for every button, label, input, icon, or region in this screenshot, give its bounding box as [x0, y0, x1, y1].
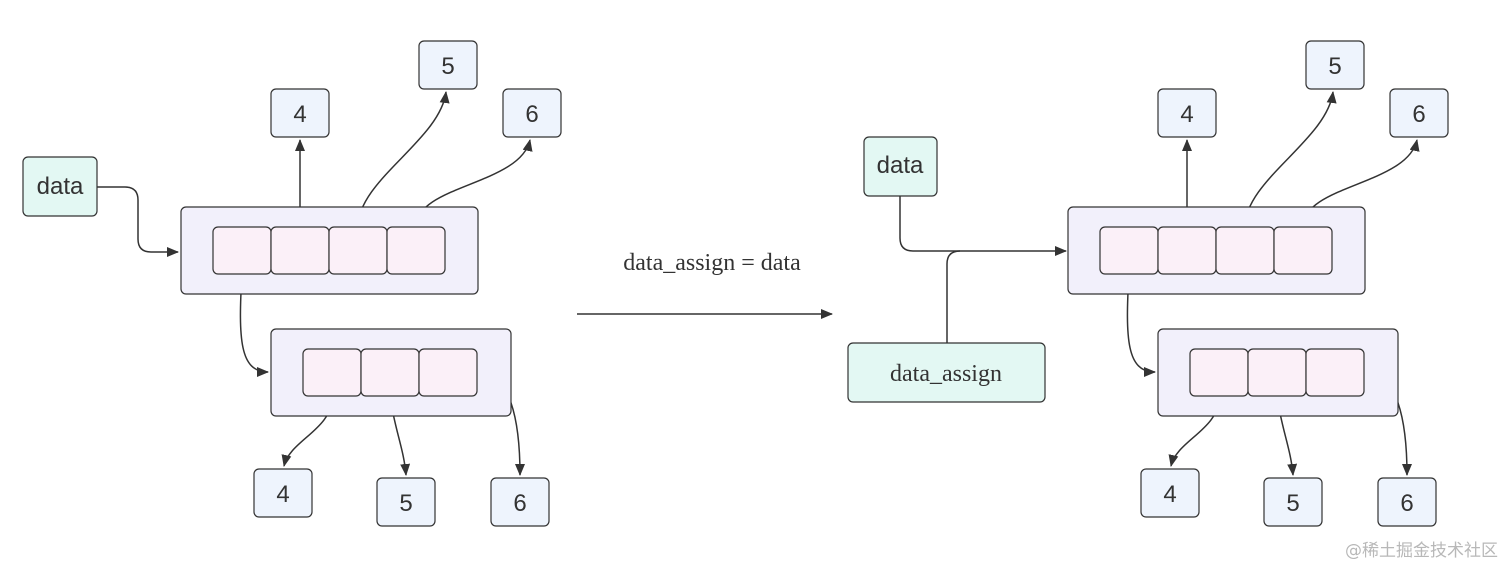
left-data-variable-label: data	[37, 173, 84, 200]
right-outer-list-cell	[1215, 226, 1275, 275]
left-outer-value-6-label: 6	[525, 101, 538, 128]
watermark: @稀土掘金技术社区	[1345, 541, 1498, 561]
middle-transition: data_assign = data	[577, 250, 833, 319]
right-outer-list-cell	[1099, 226, 1159, 275]
right-inner-value-5-box	[1263, 477, 1323, 527]
right-inner-list-cell	[1189, 348, 1249, 397]
assignment-statement-label: data_assign = data	[623, 250, 801, 276]
left-outer-value-5-box	[418, 40, 478, 90]
right-outer-value-6-box	[1389, 88, 1449, 138]
left-data-variable-box	[22, 156, 98, 217]
left-data-to-outer-list-arrow	[97, 186, 179, 257]
right-inner-value-6-box	[1377, 477, 1437, 527]
right-data-assign-connector	[946, 250, 961, 343]
left-outer-value-4-box	[270, 88, 330, 138]
left-inner-list-cell	[360, 348, 420, 397]
left-inner-list-cell	[302, 348, 362, 397]
right-outer-value-4-box	[1157, 88, 1217, 138]
right-inner-list-cell	[1305, 348, 1365, 397]
right-outer-list-cell	[1157, 226, 1217, 275]
left-outer-value-5-label: 5	[441, 53, 454, 80]
left-inner-value-6-box	[490, 477, 550, 527]
right-data-assign-variable-label: data_assign	[890, 361, 1002, 387]
left-diagram: data 4 5 6 4 5 6	[22, 40, 562, 527]
left-outer-value-6-box	[502, 88, 562, 138]
left-outer-value-4-label: 4	[293, 101, 306, 128]
right-data-variable-box	[863, 136, 938, 197]
left-inner-value-5-label: 5	[399, 490, 412, 517]
right-data-variable-label: data	[877, 152, 924, 179]
left-inner-value-4-label: 4	[276, 481, 289, 508]
right-inner-value-4-box	[1140, 468, 1200, 518]
left-outer-list-cell	[328, 226, 388, 275]
right-data-assign-variable-box	[847, 342, 1046, 403]
left-inner-list-cell	[418, 348, 478, 397]
right-inner-value-6-label: 6	[1400, 490, 1413, 517]
left-outer-list-cell	[212, 226, 272, 275]
right-outer-value-4-label: 4	[1180, 101, 1193, 128]
right-outer-value-5-box	[1305, 40, 1365, 90]
right-outer-value-5-label: 5	[1328, 53, 1341, 80]
left-outer-list-cell	[386, 226, 446, 275]
right-inner-value-4-label: 4	[1163, 481, 1176, 508]
left-inner-value-5-box	[376, 477, 436, 527]
right-diagram: data data_assign 4 5 6 4 5 6	[847, 40, 1449, 527]
right-outer-value-6-label: 6	[1412, 101, 1425, 128]
right-inner-value-5-label: 5	[1286, 490, 1299, 517]
right-data-to-outer-list-arrow	[899, 196, 1067, 256]
right-inner-list-cell	[1247, 348, 1307, 397]
left-inner-value-6-label: 6	[513, 490, 526, 517]
right-outer-list-cell	[1273, 226, 1333, 275]
left-inner-value-4-box	[253, 468, 313, 518]
left-outer-list-cell	[270, 226, 330, 275]
